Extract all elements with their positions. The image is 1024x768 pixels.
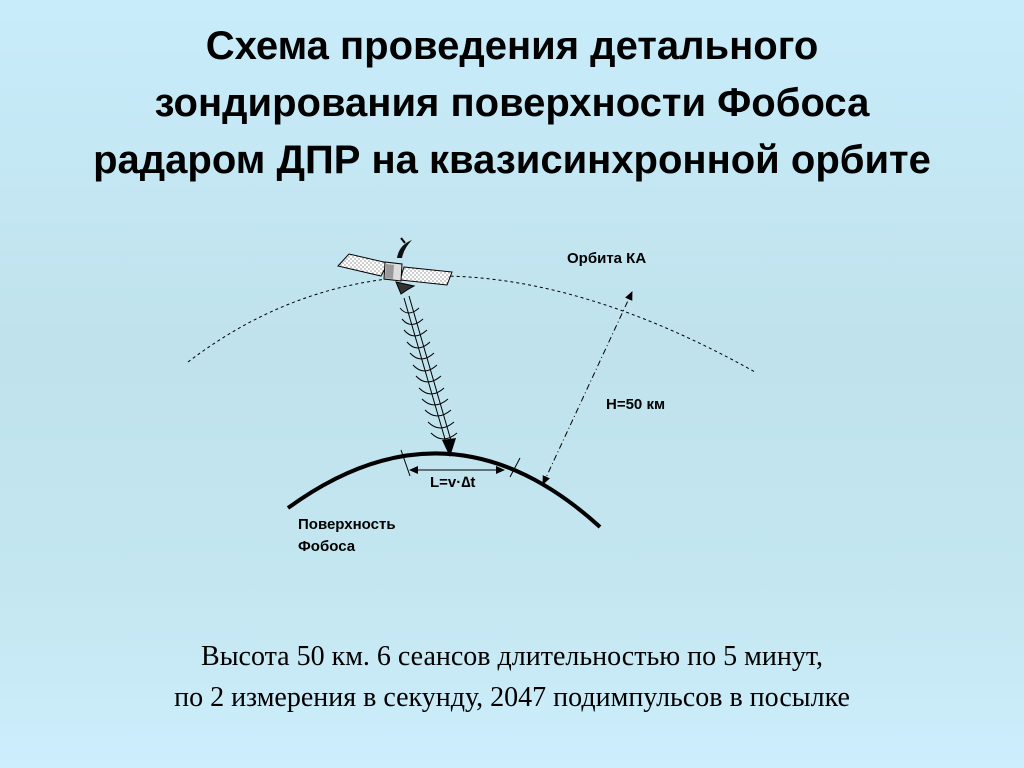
height-arrow	[542, 291, 633, 485]
surface-label-line2: Фобоса	[298, 538, 356, 555]
title-line-1: Схема проведения детального	[205, 24, 819, 68]
surface-label-line1: Поверхность	[298, 516, 396, 533]
spacecraft-icon	[337, 237, 453, 295]
footprint-tick-right	[509, 457, 521, 478]
height-label: H=50 км	[606, 396, 665, 413]
radar-beam	[403, 295, 456, 457]
radar-wavefronts	[399, 307, 458, 440]
title-line-3: радаром ДПР на квазисинхронной орбите	[93, 138, 931, 182]
orbit-label: Орбита КА	[567, 250, 646, 267]
caption-line-2: по 2 измерения в секунду, 2047 подимпуль…	[174, 682, 850, 713]
caption-line-1: Высота 50 км. 6 сеансов длительностью по…	[201, 641, 823, 672]
slide-title: Схема проведения детального зондирования…	[0, 18, 1024, 189]
footprint-label: L=v·∆t	[430, 474, 475, 491]
title-line-2: зондирования поверхности Фобоса	[154, 81, 870, 125]
orbit-path	[187, 275, 756, 373]
footprint-tick-left	[400, 449, 411, 477]
phobos-surface	[286, 451, 602, 529]
caption: Высота 50 км. 6 сеансов длительностью по…	[0, 636, 1024, 718]
